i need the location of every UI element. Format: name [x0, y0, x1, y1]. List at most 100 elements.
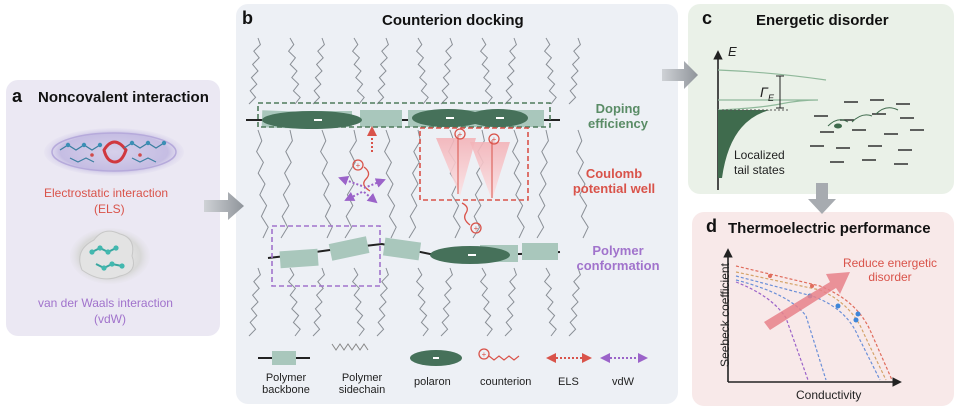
els-label: Electrostatic interaction — [44, 186, 169, 200]
energetic-disorder-plot — [713, 50, 924, 190]
conformation-line2: conformation — [576, 258, 660, 273]
polymer-conformation-label: Polymer conformation — [570, 243, 666, 273]
coulomb-well-box — [419, 127, 529, 201]
panel-a-letter: a — [12, 86, 23, 106]
sidechain — [351, 267, 365, 337]
gamma-symbol: Γ — [760, 84, 768, 100]
thermoelectric-plot — [723, 248, 902, 387]
conformation-line1: Polymer — [592, 243, 644, 258]
svg-text:+: + — [482, 350, 487, 359]
conductivity-axis-label: Conductivity — [796, 388, 862, 402]
panel-a-noncovalent-interaction — [6, 80, 220, 336]
sidechain — [568, 37, 581, 105]
vdw-interaction-arrows — [338, 176, 386, 204]
legend-polaron: polaron — [414, 376, 451, 388]
polymer-conformation-box — [271, 225, 381, 287]
vdw-molecule-image — [70, 228, 150, 284]
sidechain — [280, 129, 293, 239]
arrow-c-to-d — [808, 183, 836, 214]
tail-line1: Localized — [734, 148, 785, 162]
tail-line2: tail states — [734, 163, 785, 177]
vdw-abbrev: (vdW) — [94, 312, 126, 326]
els-abbrev: (ELS) — [94, 202, 125, 216]
sidechain — [320, 129, 333, 239]
coulomb-potential-cones — [436, 135, 510, 200]
sidechain — [312, 37, 325, 105]
panel-b-title: Counterion docking — [382, 12, 524, 29]
doping-efficiency-box — [257, 102, 551, 128]
panel-d-title: Thermoelectric performance — [728, 220, 931, 237]
sidechain — [512, 129, 525, 239]
sidechain — [504, 267, 517, 337]
vdw-label: van der Waals interaction — [38, 296, 173, 310]
sidechain — [415, 37, 429, 105]
sidechain — [536, 129, 549, 239]
panel-c-letter: c — [702, 8, 713, 28]
coulomb-line1: Coulomb — [585, 166, 643, 181]
sidechain — [248, 37, 261, 105]
legend-backbone-line1: Polymer — [265, 372, 307, 384]
panel-a-title: Noncovalent interaction — [38, 89, 209, 106]
sidechain — [576, 129, 589, 239]
sidechain — [479, 37, 493, 105]
reduce-line1: Reduce energetic — [842, 256, 938, 270]
svg-text:+: + — [474, 224, 479, 233]
sidechain — [312, 267, 325, 337]
panel-d-thermoelectric-performance — [692, 212, 954, 406]
svg-text:+: + — [458, 130, 463, 139]
sidechain — [248, 267, 261, 337]
sidechain — [384, 129, 397, 239]
svg-text:+: + — [356, 161, 361, 170]
coulomb-well-label: Coulomb potential well — [564, 166, 664, 196]
sidechain — [543, 37, 557, 105]
legend-icons: + — [258, 343, 648, 366]
legend-sidechain: Polymer sidechain — [330, 372, 394, 396]
sidechain — [440, 267, 453, 337]
legend-backbone-line2: backbone — [262, 384, 310, 396]
els-molecule-image — [44, 128, 184, 176]
coulomb-line2: potential well — [572, 181, 656, 196]
polymer-sidechains — [248, 37, 589, 337]
legend-els: ELS — [558, 376, 579, 388]
panel-c-title: Energetic disorder — [756, 12, 889, 29]
svg-text:+: + — [492, 135, 497, 144]
energy-axis-label: E — [728, 44, 737, 59]
sidechain — [543, 267, 557, 337]
sidechain — [351, 37, 365, 105]
reduce-disorder-label: Reduce energetic disorder — [840, 256, 940, 284]
gamma-e-label: ΓE — [760, 84, 774, 103]
doping-line1: Doping — [595, 101, 641, 116]
doping-line2: efficiency — [588, 116, 648, 131]
sidechain — [504, 37, 517, 105]
legend-counterion: counterion — [480, 376, 532, 388]
panel-b-letter: b — [242, 8, 253, 28]
legend-vdw: vdW — [612, 376, 634, 388]
sidechain — [344, 129, 357, 239]
sidechain — [440, 37, 453, 105]
sidechain — [376, 267, 389, 337]
panel-d-letter: d — [706, 216, 717, 236]
sidechain — [415, 267, 429, 337]
polymer-backbone-bottom — [267, 236, 561, 269]
localized-tail-label: Localized tail states — [734, 148, 785, 178]
seebeck-axis-label: Seebeck coefficient — [718, 263, 732, 367]
sidechain — [287, 267, 301, 337]
legend-sidechain-line1: Polymer — [341, 372, 383, 384]
gamma-subscript: E — [767, 92, 774, 103]
panel-c-energetic-disorder — [688, 4, 954, 194]
panel-b-counterion-docking — [236, 4, 678, 404]
sidechain — [479, 267, 493, 337]
arrow-b-to-c — [662, 61, 698, 89]
sidechain — [376, 37, 389, 105]
sidechain — [287, 37, 301, 105]
sidechain — [568, 267, 581, 337]
reduce-disorder-arrow — [764, 272, 850, 330]
doping-efficiency-label: Doping efficiency — [586, 101, 650, 131]
arrow-a-to-b — [204, 192, 244, 220]
polaron-ellipses — [262, 109, 528, 264]
reduce-line2: disorder — [868, 270, 912, 284]
sidechain — [408, 129, 421, 239]
sidechain — [256, 129, 269, 239]
legend-sidechain-line2: sidechain — [338, 384, 386, 396]
